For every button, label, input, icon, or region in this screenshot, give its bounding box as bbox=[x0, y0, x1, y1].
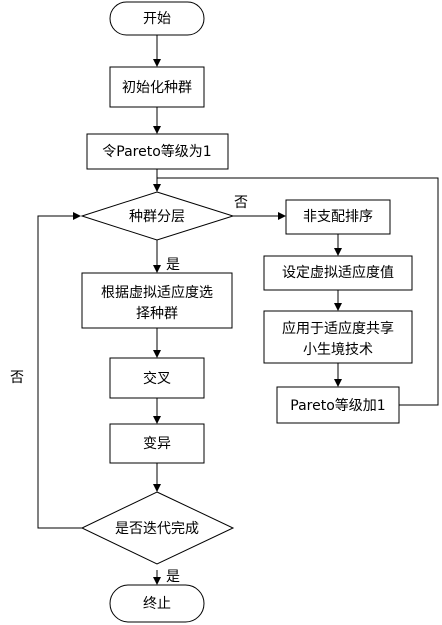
end-node: 终止 bbox=[109, 584, 205, 623]
arrowhead bbox=[153, 184, 161, 192]
init-population-label: 初始化种群 bbox=[122, 79, 192, 96]
apply-sharing-label-line2: 小生境技术 bbox=[303, 342, 373, 358]
non-dominated-sort-node: 非支配排序 bbox=[285, 199, 391, 235]
layering-yes-label: 是 bbox=[166, 257, 180, 273]
apply-sharing-label-line1: 应用于适应度共享 bbox=[282, 320, 394, 337]
arrowhead bbox=[153, 126, 161, 134]
set-virtual-fitness-node: 设定虚拟适应度值 bbox=[263, 255, 413, 291]
arrowhead bbox=[153, 265, 161, 273]
connectors bbox=[37, 35, 439, 585]
arrowhead bbox=[334, 248, 342, 256]
arrowhead bbox=[334, 379, 342, 387]
start-label: 开始 bbox=[143, 11, 171, 27]
set-virtual-fitness-label: 设定虚拟适应度值 bbox=[282, 264, 394, 281]
arrowhead bbox=[153, 577, 161, 585]
arrowhead bbox=[73, 212, 81, 220]
init-population-node: 初始化种群 bbox=[109, 66, 205, 108]
mutation-node: 变异 bbox=[109, 423, 205, 464]
select-population-node: 根据虚拟适应度选 择种群 bbox=[81, 272, 233, 329]
start-node: 开始 bbox=[109, 1, 205, 36]
connector-increment-loop bbox=[157, 177, 439, 406]
mutation-label: 变异 bbox=[143, 436, 171, 452]
set-pareto-level-label: 令Pareto等级为1 bbox=[102, 143, 211, 160]
select-population-label-line2: 择种群 bbox=[136, 306, 178, 322]
layering-no-label: 否 bbox=[234, 195, 248, 211]
population-layering-label: 种群分层 bbox=[129, 209, 185, 225]
apply-sharing-node: 应用于适应度共享 小生境技术 bbox=[263, 310, 413, 364]
crossover-node: 交叉 bbox=[109, 357, 205, 399]
iteration-no-label: 否 bbox=[10, 370, 24, 386]
iteration-yes-label: 是 bbox=[166, 569, 180, 585]
non-dominated-sort-label: 非支配排序 bbox=[303, 209, 373, 225]
end-label: 终止 bbox=[143, 596, 171, 612]
connector-iteration-loop bbox=[37, 215, 82, 529]
iteration-done-decision: 是否迭代完成 bbox=[80, 491, 235, 565]
population-layering-decision: 种群分层 bbox=[80, 191, 235, 241]
iteration-done-label: 是否迭代完成 bbox=[115, 521, 199, 537]
arrowhead bbox=[153, 416, 161, 424]
crossover-label: 交叉 bbox=[143, 370, 171, 387]
select-population-label-line1: 根据虚拟适应度选 bbox=[101, 284, 213, 301]
arrowhead bbox=[153, 59, 161, 67]
pareto-level-increment-label: Pareto等级加1 bbox=[290, 397, 385, 414]
arrowhead bbox=[334, 303, 342, 311]
set-pareto-level-node: 令Pareto等级为1 bbox=[86, 133, 229, 170]
arrowhead bbox=[278, 212, 286, 220]
arrowhead bbox=[153, 484, 161, 492]
pareto-level-increment-node: Pareto等级加1 bbox=[276, 386, 400, 424]
arrowhead bbox=[153, 350, 161, 358]
